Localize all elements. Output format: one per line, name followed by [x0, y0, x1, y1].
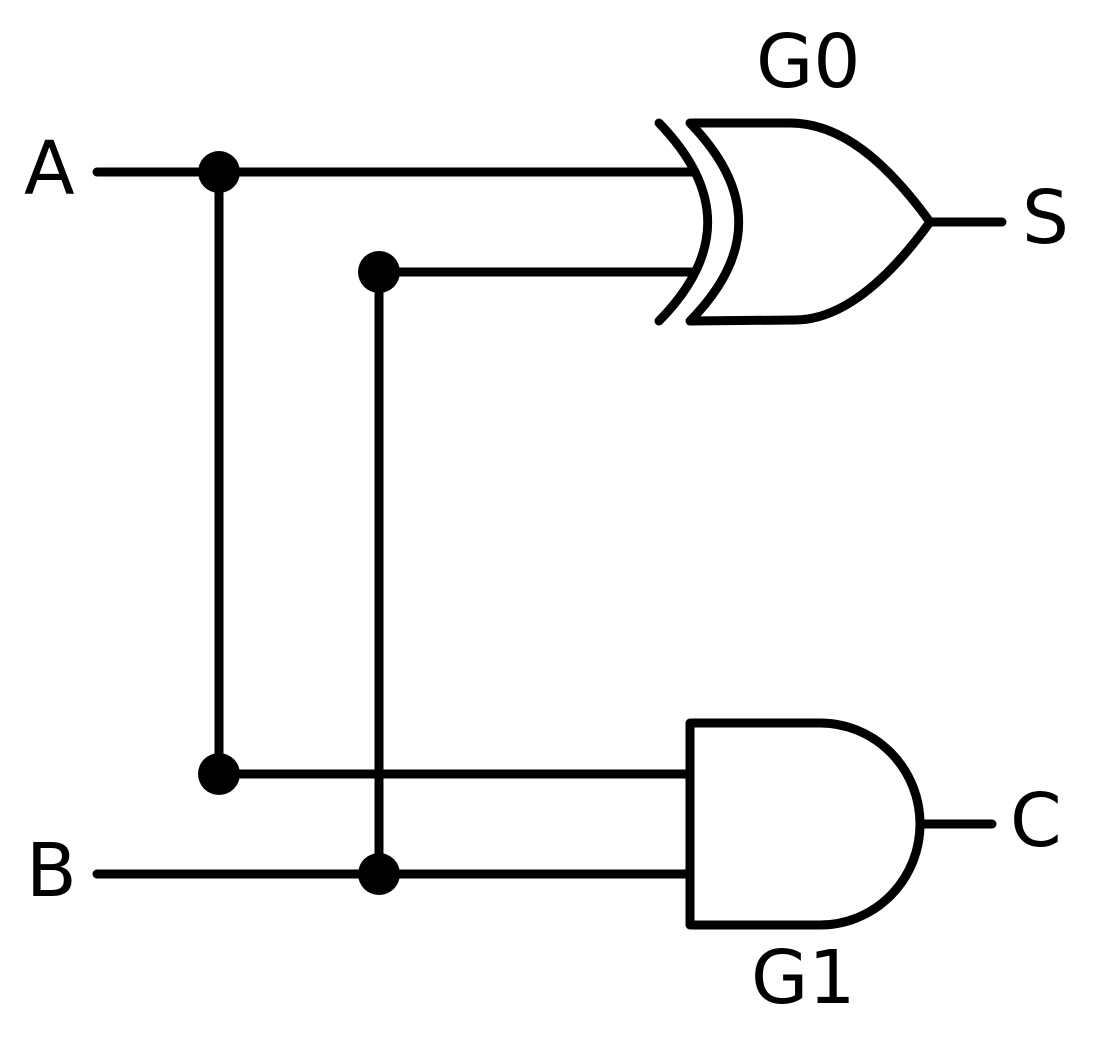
- output-label-s: S: [1022, 175, 1069, 261]
- gate-label-g0: G0: [756, 19, 860, 105]
- xor-gate-input-arc: [654, 118, 713, 326]
- junction-dot-a-bottom: [198, 753, 240, 795]
- input-label-a: A: [24, 126, 75, 212]
- output-label-c: C: [1010, 778, 1062, 864]
- junction-dot-a-top: [198, 151, 240, 193]
- input-label-b: B: [26, 828, 77, 914]
- junction-dot-b-top: [358, 251, 400, 293]
- xor-gate-body: [685, 118, 935, 326]
- xor-gate-g0: [654, 118, 935, 326]
- and-gate-g1: [685, 718, 925, 930]
- junction-dot-b-bottom: [358, 853, 400, 895]
- gate-label-g1: G1: [751, 935, 855, 1021]
